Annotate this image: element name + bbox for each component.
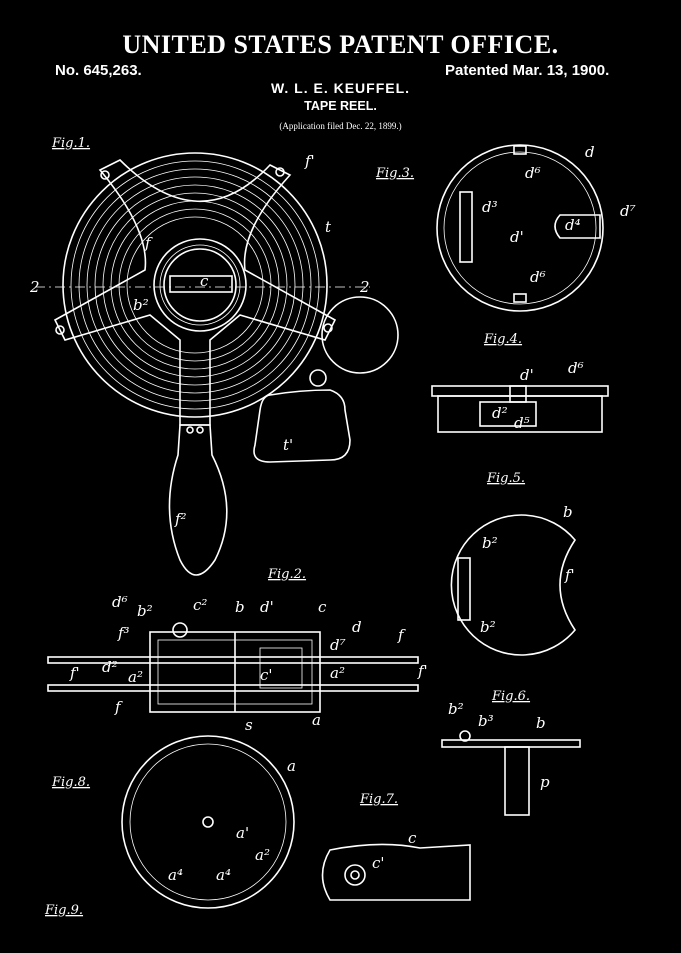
label-d4: d⁴ [565, 216, 581, 234]
label-b2: b² [133, 296, 149, 314]
figure-3-drawing: Fig.3. d d⁶ d³ d' d⁴ d⁷ d⁶ [375, 143, 636, 312]
figure-2-drawing: Fig.2. d⁶ b² c² b d' c d f f³ f' d² a² c… [47, 567, 428, 734]
figure-8-drawing: Fig.8. a a' a² a⁴ a⁴ [51, 735, 296, 909]
label-b2-fig5-bottom: b² [480, 618, 496, 636]
label-d1: d' [510, 228, 524, 246]
label-f: f [144, 234, 153, 252]
label-f1-fig5: f' [564, 566, 575, 584]
figure-1-label: Fig.1. [51, 136, 90, 151]
label-b-fig2: b [235, 598, 245, 616]
figure-5-label: Fig.5. [486, 471, 525, 486]
label-f1-fig2-left: f' [69, 664, 80, 682]
label-d5-fig4: d⁵ [514, 414, 530, 432]
label-2-left: 2 [29, 278, 40, 296]
figure-4-label: Fig.4. [483, 332, 522, 347]
label-a1-fig8: a' [236, 824, 249, 842]
figure-7-drawing: Fig.7. c c' [321, 792, 471, 901]
label-a2-fig2-right: a² [330, 664, 345, 682]
label-p-fig6: p [540, 773, 550, 791]
label-a2-fig8: a² [255, 846, 270, 864]
label-d7-fig2: d⁷ [330, 636, 346, 654]
invention-subject: TAPE REEL. [304, 99, 377, 113]
label-c-fig7: c [408, 829, 417, 847]
patent-number: No. 645,263. [55, 62, 142, 79]
figure-6-label: Fig.6. [491, 689, 530, 704]
label-f3-fig2: f³ [117, 624, 130, 642]
label-d6-fig4: d⁶ [568, 359, 584, 377]
label-2-right: 2 [359, 278, 370, 296]
label-c1-fig7: c' [372, 854, 385, 872]
label-d2-fig4: d² [492, 404, 508, 422]
figure-3-label: Fig.3. [375, 166, 414, 181]
label-a4-fig8-left: a⁴ [168, 866, 183, 884]
figure-9-label: Fig.9. [44, 903, 83, 918]
figure-5-drawing: Fig.5. b b² f' b² [450, 471, 576, 656]
label-d-fig2: d [352, 618, 362, 636]
figure-1-drawing: Fig.1. f' t f c b² 2 2 t' [29, 136, 399, 576]
patent-office-title: UNITED STATES PATENT OFFICE. [122, 30, 559, 59]
label-t1: t' [283, 436, 293, 454]
application-filed-note: (Application filed Dec. 22, 1899.) [279, 121, 402, 131]
label-s-fig2: s [245, 716, 253, 734]
label-f1-fig2-right: f' [417, 662, 428, 680]
label-b: b [563, 503, 573, 521]
label-f2: f² [174, 510, 187, 528]
label-c1-fig2: c' [260, 666, 273, 684]
figure-4-drawing: Fig.4. d' d⁶ d² d⁵ [431, 332, 609, 433]
label-f-fig2-bottom: f [114, 698, 123, 716]
label-d1-fig2: d' [260, 598, 274, 616]
label-d: d [585, 143, 595, 161]
label-b3-fig6: b³ [478, 712, 494, 730]
label-d2-fig2: d² [102, 658, 118, 676]
label-d1-fig4: d' [520, 366, 534, 384]
label-d7: d⁷ [620, 202, 636, 220]
label-a2-fig2-left: a² [128, 668, 143, 686]
label-a-fig8: a [287, 757, 296, 775]
label-d6-top: d⁶ [525, 164, 541, 182]
label-d3: d³ [482, 198, 498, 216]
figure-6-drawing: Fig.6. b² b³ b p [441, 689, 581, 816]
label-b2-fig6: b² [448, 700, 464, 718]
label-b2-fig5-top: b² [482, 534, 498, 552]
label-a-fig2: a [312, 711, 321, 729]
inventor-name: W. L. E. KEUFFEL. [270, 80, 411, 96]
label-c-fig2: c [318, 598, 327, 616]
figure-7-label: Fig.7. [359, 792, 398, 807]
label-c: c [200, 272, 209, 290]
figure-8-label: Fig.8. [51, 775, 90, 790]
label-t: t [325, 218, 332, 236]
patent-date: Patented Mar. 13, 1900. [445, 62, 610, 79]
label-d6-fig2: d⁶ [112, 593, 128, 611]
label-a4-fig8-right: a⁴ [216, 866, 231, 884]
figure-2-label: Fig.2. [267, 567, 306, 582]
label-f1: f' [304, 152, 315, 170]
label-f-fig2: f [397, 626, 406, 644]
label-d6-bottom: d⁶ [530, 268, 546, 286]
label-b-fig6: b [536, 714, 546, 732]
label-b2-fig2: b² [137, 602, 153, 620]
label-c2-fig2: c² [193, 596, 207, 614]
